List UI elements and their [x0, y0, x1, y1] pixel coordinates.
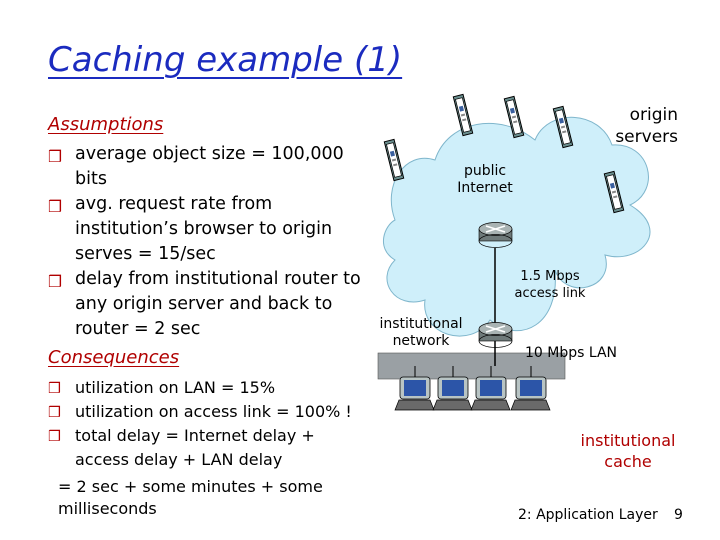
bullet-icon: ❒ [48, 405, 61, 422]
list-item: ❒ average object size = 100,000 bits [48, 142, 368, 192]
assumptions-list: ❒ average object size = 100,000 bits ❒ avg… [48, 142, 368, 342]
lan-bus [377, 352, 566, 380]
bullet-icon: ❒ [48, 271, 63, 291]
assumption-text: avg. request rate from institution’s bro… [75, 194, 333, 264]
page-number: 9 [674, 507, 683, 523]
origin-servers-label: origin servers [615, 105, 678, 147]
institutional-cache-label: institutional cache [580, 431, 676, 471]
list-item: ❒ utilization on LAN = 15% [48, 376, 368, 400]
workstation-icon [394, 376, 435, 411]
consequences-heading: Consequences [48, 347, 180, 368]
router-icon [478, 322, 513, 348]
bullet-icon: ❒ [48, 381, 61, 398]
internet-cloud [383, 116, 651, 337]
lan-label: 10 Mbps LAN [525, 345, 618, 361]
bullet-icon: ❒ [48, 429, 61, 446]
list-item: ❒ delay from institutional router to any … [48, 267, 368, 342]
public-internet-label: public Internet [457, 163, 513, 196]
assumption-text: average object size = 100,000 bits [75, 144, 344, 189]
router-icon [478, 222, 513, 248]
institutional-network-label: institutional network [379, 316, 463, 349]
list-item: ❒ avg. request rate from institution’s br… [48, 192, 368, 267]
total-delay-result: = 2 sec + some minutes + some millisecon… [58, 477, 323, 518]
assumption-text: delay from institutional router to any o… [75, 269, 361, 339]
list-item: ❒ utilization on access link = 100% ! [48, 400, 368, 424]
bullet-icon: ❒ [48, 196, 63, 216]
bullet-icon: ❒ [48, 146, 63, 166]
network-diagram [377, 93, 651, 411]
server-icon [452, 93, 474, 137]
consequence-text: utilization on LAN = 15% [75, 378, 276, 397]
server-icon [383, 138, 405, 182]
consequences-list: ❒ utilization on LAN = 15% ❒ utilization o… [48, 376, 368, 472]
list-item: ❒ total delay = Internet delay + access d… [48, 424, 368, 472]
consequence-text: utilization on access link = 100% ! [75, 402, 352, 421]
footer-text: 2: Application Layer [518, 507, 658, 523]
workstation-icon [470, 376, 511, 411]
consequence-text: total delay = Internet delay + access de… [75, 426, 315, 469]
slide-title: Caching example (1) [48, 40, 403, 80]
access-link-label: 1.5 Mbps access link [514, 269, 586, 301]
workstation-icon [432, 376, 473, 411]
assumptions-heading: Assumptions [48, 114, 164, 135]
workstation-icon [510, 376, 551, 411]
